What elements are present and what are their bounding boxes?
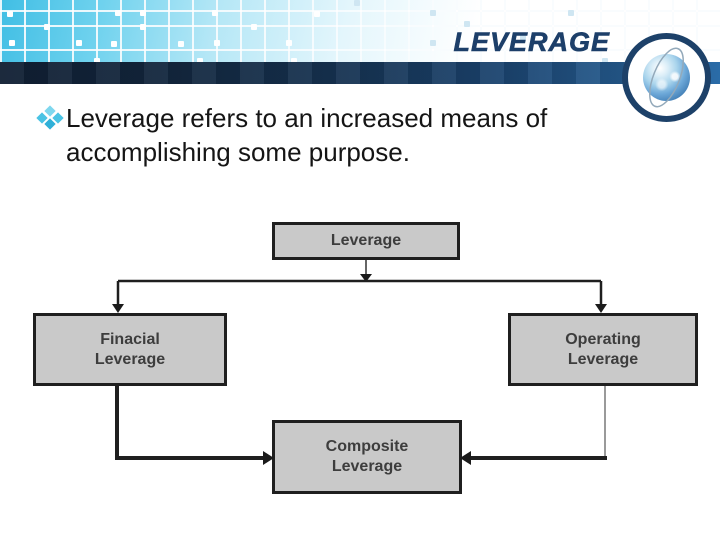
diagram-node-financial-leverage: Finacial Leverage bbox=[33, 313, 227, 386]
grid-dot-decoration bbox=[286, 40, 292, 46]
grid-dot-decoration bbox=[251, 24, 257, 30]
diagram-node-composite-leverage: Composite Leverage bbox=[272, 420, 462, 494]
grid-dot-decoration bbox=[212, 10, 218, 16]
grid-dot-decoration bbox=[464, 21, 470, 27]
globe-badge bbox=[622, 33, 711, 122]
grid-dot-decoration bbox=[9, 40, 15, 46]
grid-dot-decoration bbox=[94, 58, 100, 64]
connector-left-to-composite bbox=[115, 386, 265, 460]
bullet-text: Leverage refers to an increased means of… bbox=[66, 103, 548, 167]
diamond-bullet-icon bbox=[36, 105, 64, 130]
page-title: LEVERAGE bbox=[453, 27, 610, 58]
grid-dot-decoration bbox=[7, 11, 13, 17]
grid-dot-decoration bbox=[214, 40, 220, 46]
grid-dot-decoration bbox=[197, 58, 203, 64]
orbit-ring-icon bbox=[649, 47, 684, 108]
grid-dot-decoration bbox=[140, 24, 146, 30]
grid-dot-decoration bbox=[430, 10, 436, 16]
grid-dot-decoration bbox=[111, 41, 117, 47]
header-banner bbox=[0, 0, 720, 64]
grid-dot-decoration bbox=[354, 0, 360, 6]
arrowhead-down-icon bbox=[112, 304, 124, 313]
header-navy-bar bbox=[0, 62, 720, 84]
arrowhead-down-icon bbox=[595, 304, 607, 313]
grid-dot-decoration bbox=[44, 24, 50, 30]
diagram-node-operating-leverage: Operating Leverage bbox=[508, 313, 698, 386]
diagram-node-leverage: Leverage bbox=[272, 222, 460, 260]
grid-dot-decoration bbox=[76, 40, 82, 46]
grid-dot-decoration bbox=[140, 10, 146, 16]
grid-dot-decoration bbox=[602, 58, 608, 64]
globe-icon bbox=[643, 54, 690, 101]
grid-dot-decoration bbox=[178, 41, 184, 47]
grid-dot-decoration bbox=[430, 40, 436, 46]
grid-dot-decoration bbox=[520, 34, 526, 40]
arrowhead-down-icon bbox=[360, 274, 372, 282]
grid-dot-decoration bbox=[314, 11, 320, 17]
grid-dot-decoration bbox=[115, 10, 121, 16]
grid-dot-decoration bbox=[291, 58, 297, 64]
grid-dot-decoration bbox=[568, 10, 574, 16]
